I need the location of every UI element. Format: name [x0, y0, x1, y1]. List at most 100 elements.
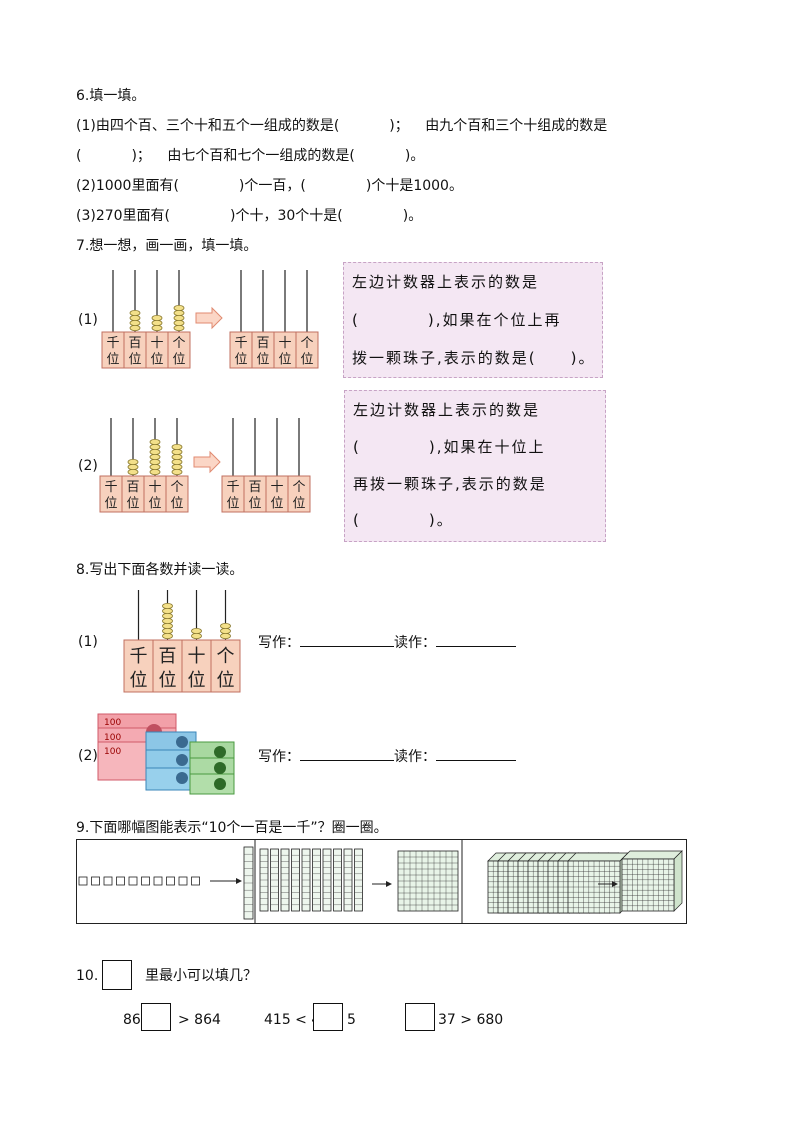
q6-l3-text-b: )个一百，( [238, 178, 306, 194]
q8-write-blank[interactable] [300, 746, 394, 761]
abacus-bead [220, 623, 231, 630]
place-label: 十 [278, 336, 291, 351]
q6-l4-text-b: )个十，30个十是( [230, 208, 343, 224]
place-label: 位 [130, 670, 148, 691]
place-label: 位 [148, 497, 161, 512]
place-cell [287, 475, 311, 513]
abacus-bead [171, 444, 183, 451]
q6-l3-text-a: (2)1000里面有( [76, 178, 179, 194]
q6-title: 6.填一填。 [76, 88, 146, 104]
arrow-icon [195, 306, 223, 330]
unit-cube [116, 876, 125, 886]
q7-title: 7.想一想，画一画，填一填。 [76, 238, 258, 254]
q9-option-3[interactable] [487, 850, 683, 914]
q8-write-blank[interactable] [300, 632, 394, 647]
place-label: 位 [126, 497, 139, 512]
abacus-bead [129, 325, 141, 332]
note-value-label: 100 [104, 718, 121, 728]
q10-expr2-box[interactable] [313, 1003, 343, 1031]
q10-expr3-box[interactable] [405, 1003, 435, 1031]
place-label: 位 [106, 353, 119, 368]
place-label: 百 [126, 480, 139, 495]
q6-line4: (3)270里面有()个十，30个十是()。 [76, 206, 422, 226]
q10-expr1-box[interactable] [141, 1003, 171, 1031]
abacus-bead [173, 310, 185, 317]
banknote-10-stack [145, 731, 197, 791]
abacus-bead [149, 454, 161, 461]
q7-box2: 左边计数器上表示的数是 ( ),如果在十位上 再拨一颗珠子,表示的数是 ( )。 [344, 390, 606, 542]
unit-cube [141, 876, 150, 886]
q10-title-text: 里最小可以填几？ [145, 968, 257, 984]
place-label: 位 [217, 670, 235, 691]
abacus-bead [171, 469, 183, 476]
abacus-bead [151, 315, 163, 322]
place-label: 个 [172, 336, 185, 351]
place-label: 位 [248, 497, 261, 512]
q6-l2-text-a: ( [76, 148, 82, 164]
q9-figure-table [76, 839, 687, 924]
place-label: 千 [226, 480, 239, 495]
abacus-bead [151, 320, 163, 327]
abacus-bead [149, 459, 161, 466]
q10-expr3-b: 37 > 680 [438, 1012, 504, 1028]
place-label: 位 [234, 353, 247, 368]
place-label: 位 [170, 497, 183, 512]
thousand-cube-side [673, 850, 683, 912]
place-label: 位 [270, 497, 283, 512]
abacus-bead [162, 602, 173, 609]
place-label: 位 [128, 353, 141, 368]
q8-part2-label: (2) [78, 748, 98, 764]
note-value-label: 100 [104, 733, 121, 743]
q8-read-blank[interactable] [436, 632, 516, 647]
q8-part1-answer: 写作： 读作： [258, 632, 516, 653]
place-label: 千 [106, 336, 119, 351]
abacus-bead [162, 623, 173, 630]
q7-box1-line3: 拨一颗珠子,表示的数是( )。 [352, 349, 596, 367]
q6-l1-text-a: (1)由四个百、三个十和五个一组成的数是( [76, 118, 340, 134]
unit-cube [166, 876, 175, 886]
place-label: 百 [159, 646, 177, 667]
place-label: 个 [292, 480, 305, 495]
place-label: 位 [226, 497, 239, 512]
q9-option-1[interactable] [78, 846, 254, 920]
q8-read-blank[interactable] [436, 746, 516, 761]
abacus-bead [129, 315, 141, 322]
abacus-bead [149, 438, 161, 445]
unit-cube [153, 876, 163, 886]
unit-cube [103, 876, 113, 886]
q8-write-label: 写作： [258, 749, 300, 765]
abacus-bead [129, 320, 141, 327]
abacus-bead [171, 459, 183, 466]
arrow-icon [236, 878, 242, 884]
q6-l3-text-c: )个十是1000。 [365, 178, 463, 194]
q6-line2: ()； 由七个百和七个一组成的数是()。 [76, 146, 424, 166]
abacus-bead [162, 628, 173, 635]
abacus-bead [149, 444, 161, 451]
abacus-bead [162, 612, 173, 619]
q6-l1-text-b: )； [389, 118, 409, 134]
q9-option-2[interactable] [259, 848, 459, 912]
unit-cube [91, 876, 100, 886]
place-label: 十 [148, 480, 161, 495]
abacus-bead [129, 310, 141, 317]
q7-box2-line3: 再拨一颗珠子,表示的数是 [353, 475, 547, 493]
thousand-cube-top [567, 852, 629, 862]
q10-num: 10. [76, 968, 99, 984]
arrow-icon [386, 881, 392, 887]
place-cell [295, 331, 319, 369]
q8-write-label: 写作： [258, 635, 300, 651]
place-label: 十 [150, 336, 163, 351]
abacus-bead [173, 325, 185, 332]
place-label: 位 [300, 353, 313, 368]
abacus-bead [149, 464, 161, 471]
q10-expr1-b: > 864 [178, 1012, 221, 1028]
place-cell [210, 639, 241, 693]
q8-read-label: 读作： [394, 635, 436, 651]
place-label: 位 [150, 353, 163, 368]
abacus-bead [220, 633, 231, 640]
unit-cube [178, 876, 188, 886]
abacus-bead [162, 633, 173, 640]
abacus-bead [162, 618, 173, 625]
